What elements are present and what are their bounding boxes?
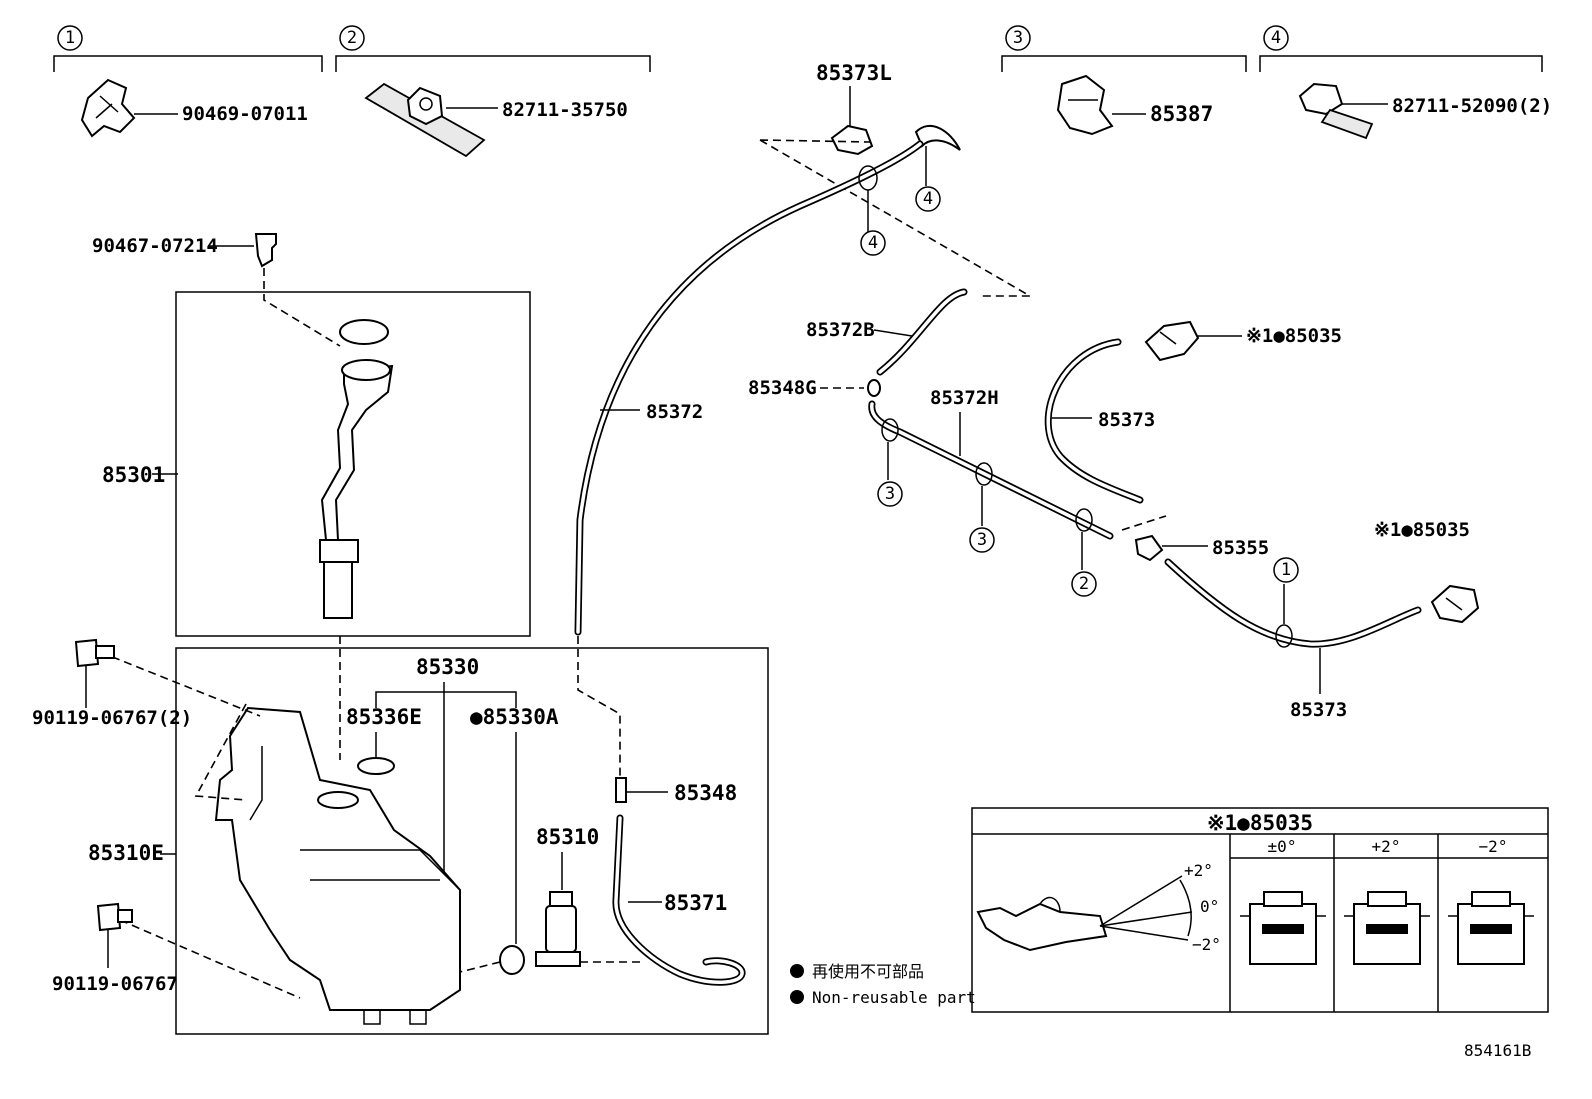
inset-col-plus2: +2°: [1372, 837, 1401, 856]
clip-82711-35750-icon: [364, 82, 486, 158]
inset-title: ※1●85035: [1207, 811, 1313, 835]
joint-85348G: 85348G: [748, 377, 881, 399]
nozzle-angle-inset: ※1●85035 ±0° +2° −2° +2° 0° −2°: [971, 807, 1549, 1013]
bolt-90119-b-icon: [96, 902, 122, 932]
hose-85372B: 85372B: [806, 288, 968, 376]
grommet-85336E-icon: [357, 757, 395, 775]
group-3: 3 85387: [1001, 25, 1247, 136]
part-85336E-label: 85336E: [346, 705, 422, 729]
hose-85372H: 85372H 3 3 2: [868, 387, 1114, 597]
inset-angle-minus2: −2°: [1192, 935, 1221, 954]
legend-japanese: 再使用不可部品: [812, 962, 924, 981]
joint-85348-icon: [615, 777, 627, 803]
connector-85355-icon: [1134, 534, 1164, 562]
part-85310E-label: 85310E: [88, 841, 164, 865]
clip-mark-2: 2: [1079, 574, 1089, 594]
part-85387-label: 85387: [1150, 102, 1213, 126]
part-85373L-label: 85373L: [816, 61, 892, 85]
nozzle-85035-upper: ※1●85035: [1144, 320, 1342, 362]
part-85373-upper-label: 85373: [1098, 409, 1155, 431]
filler-cap-icon: [339, 319, 389, 345]
pump-85310-icon: [535, 891, 581, 967]
part-85035-upper-label: ※1●85035: [1246, 325, 1342, 347]
clip-82711-52090-icon: [1298, 82, 1374, 140]
part-90469-07011-label: 90469-07011: [182, 103, 308, 125]
part-85301-label: 85301: [102, 463, 165, 487]
inset-nozzle-plus2-icon: [1344, 891, 1430, 965]
tank-box: 85330 85336E ●85330A 85310: [99, 636, 769, 1035]
inset-col-minus2: −2°: [1479, 837, 1508, 856]
inset-nozzle-0-icon: [1240, 891, 1326, 965]
bolt-90119-a: 90119-06767(2): [32, 638, 192, 729]
part-85035-lower-label: ※1●85035: [1374, 519, 1470, 541]
filler-box: 90467-07214 85301: [92, 233, 531, 760]
hose-joint-icon: [914, 125, 961, 151]
part-85372H-label: 85372H: [930, 387, 999, 409]
washer-tank-icon: [214, 706, 461, 1025]
inset-angle-0: 0°: [1200, 897, 1219, 916]
group-3-number: 3: [1013, 28, 1023, 48]
hose-85371: [612, 814, 746, 986]
hose-85373-lower: 1 85373: [1164, 557, 1422, 721]
nozzle-85373L: 85373L: [759, 61, 1033, 297]
clip-mark-3b: 3: [977, 530, 987, 550]
part-85348-label: 85348: [674, 781, 737, 805]
connector-85355: 85355: [1121, 515, 1269, 562]
part-85330A-label: ●85330A: [470, 705, 559, 729]
part-85372-label: 85372: [646, 401, 703, 423]
part-85371-label: 85371: [664, 891, 727, 915]
bolt-90119-b: 90119-06767: [52, 902, 178, 995]
part-85373-lower-label: 85373: [1290, 699, 1347, 721]
clip-mark-4a: 4: [868, 233, 878, 253]
part-85310-label: 85310: [536, 825, 599, 849]
inset-col-0: ±0°: [1268, 837, 1297, 856]
diagram-code: 854161B: [1464, 1041, 1531, 1060]
group-1: 1 90469-07011: [53, 25, 323, 138]
legend-english: Non-reusable part: [812, 988, 976, 1007]
part-85355-label: 85355: [1212, 537, 1269, 559]
group-4: 4 82711-52090(2): [1259, 25, 1552, 140]
clip-mark-4b: 4: [923, 189, 933, 209]
part-82711-52090-label: 82711-52090(2): [1392, 95, 1552, 117]
inset-nozzle-icon: [976, 896, 1108, 952]
part-90467-07214-label: 90467-07214: [92, 235, 218, 257]
nozzle-85373L-icon: [830, 124, 874, 156]
filler-pipe-icon: [319, 359, 394, 619]
inset-nozzle-minus2-icon: [1448, 891, 1534, 965]
group-1-number: 1: [65, 28, 75, 48]
nozzle-85035-lower: ※1●85035: [1374, 519, 1480, 624]
group-4-number: 4: [1271, 28, 1281, 48]
clip-mark-3a: 3: [885, 484, 895, 504]
part-90119-06767-label: 90119-06767: [52, 973, 178, 995]
part-82711-35750-label: 82711-35750: [502, 99, 628, 121]
clip-90467-icon: [254, 233, 277, 268]
hose-85372: 85372 4 4: [574, 140, 941, 636]
group-2: 2 82711-35750: [335, 25, 651, 158]
part-85372B-label: 85372B: [806, 319, 875, 341]
grommet-85330A-icon: [499, 945, 525, 975]
group-2-number: 2: [347, 28, 357, 48]
clip-85387-icon: [1056, 74, 1114, 136]
part-90119-06767-2-label: 90119-06767(2): [32, 707, 192, 729]
hose-85373-upper: 85373: [1044, 338, 1155, 504]
inset-angle-plus2: +2°: [1184, 861, 1213, 880]
part-85330-label: 85330: [416, 655, 479, 679]
legend: 再使用不可部品 Non-reusable part: [790, 962, 976, 1007]
clip-90469-icon: [80, 78, 136, 138]
part-85348G-label: 85348G: [748, 377, 817, 399]
bolt-90119-a-icon: [74, 638, 100, 668]
clip-mark-1: 1: [1281, 560, 1291, 580]
